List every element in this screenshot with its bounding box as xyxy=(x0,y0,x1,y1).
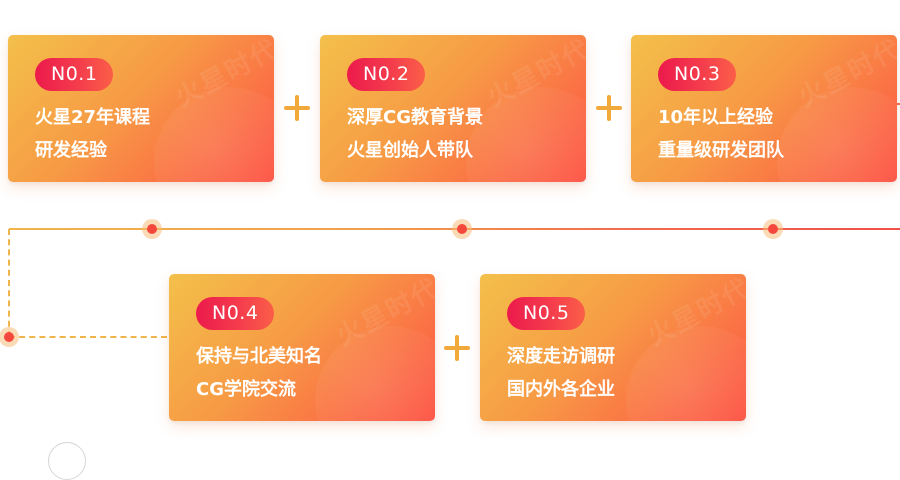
feature-card-1: 火星时代 N0.1 火星27年课程 研发经验 xyxy=(8,35,274,182)
feature-card-2: 火星时代 N0.2 深厚CG教育背景 火星创始人带队 xyxy=(320,35,586,182)
plus-icon xyxy=(444,335,470,361)
timeline-dot-icon xyxy=(452,219,472,239)
timeline-row2-line xyxy=(9,336,167,338)
card-text: 火星27年课程 研发经验 xyxy=(35,101,150,167)
card-decoration xyxy=(315,326,435,421)
card-decoration xyxy=(777,87,897,182)
feature-card-5: 火星时代 N0.5 深度走访调研 国内外各企业 xyxy=(480,274,746,421)
card-line-1: 10年以上经验 xyxy=(658,107,774,128)
feature-card-4: 火星时代 N0.4 保持与北美知名 CG学院交流 xyxy=(169,274,435,421)
timeline-dot-icon xyxy=(763,219,783,239)
plus-icon xyxy=(284,95,310,121)
card-decoration xyxy=(626,326,746,421)
number-badge: N0.4 xyxy=(196,297,275,330)
card-line-2: 重量级研发团队 xyxy=(658,140,784,161)
card-line-1: 深度走访调研 xyxy=(507,346,615,367)
card-text: 深度走访调研 国内外各企业 xyxy=(507,340,615,406)
card-line-2: CG学院交流 xyxy=(196,379,296,400)
feature-card-3: 火星时代 N0.3 10年以上经验 重量级研发团队 xyxy=(631,35,897,182)
card-decoration xyxy=(154,87,274,182)
number-badge: N0.1 xyxy=(35,58,114,91)
card-text: 深厚CG教育背景 火星创始人带队 xyxy=(347,101,483,167)
timeline-dot-icon xyxy=(0,327,19,347)
card-line-1: 火星27年课程 xyxy=(35,107,151,128)
card-line-2: 火星创始人带队 xyxy=(347,140,473,161)
timeline-dot-icon xyxy=(142,219,162,239)
card-text: 10年以上经验 重量级研发团队 xyxy=(658,101,784,167)
plus-icon xyxy=(596,95,622,121)
decorative-circle-icon xyxy=(48,442,86,480)
card-line-1: 深厚CG教育背景 xyxy=(347,107,483,128)
card-decoration xyxy=(466,87,586,182)
card-line-1: 保持与北美知名 xyxy=(196,346,322,367)
number-badge: N0.5 xyxy=(507,297,586,330)
timeline-vertical-line xyxy=(8,229,10,337)
card-line-2: 研发经验 xyxy=(35,140,107,161)
card-text: 保持与北美知名 CG学院交流 xyxy=(196,340,322,406)
offscreen-connector xyxy=(897,103,900,105)
card-line-2: 国内外各企业 xyxy=(507,379,615,400)
number-badge: N0.3 xyxy=(658,58,737,91)
number-badge: N0.2 xyxy=(347,58,426,91)
